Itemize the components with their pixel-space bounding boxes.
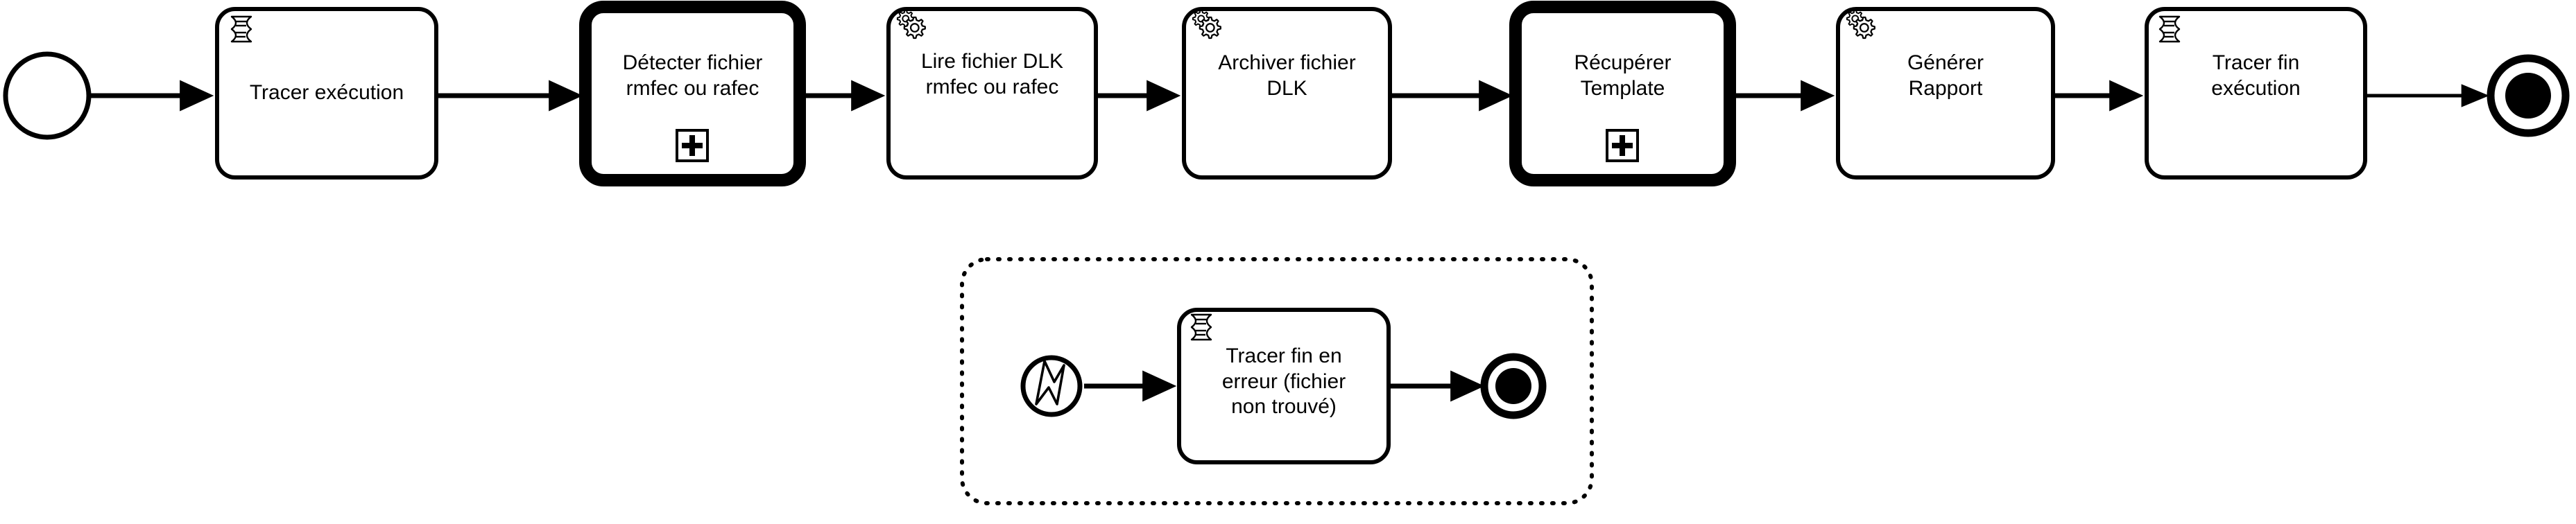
error-bolt-icon — [1035, 360, 1065, 405]
subprocess-plus-marker — [1606, 129, 1639, 162]
start-event[interactable] — [3, 51, 92, 140]
task-archiver-fichier-dlk[interactable] — [1182, 7, 1392, 180]
task-tracer-fin-execution[interactable] — [2145, 7, 2367, 180]
task-tracer-fin-en-erreur[interactable] — [1177, 308, 1391, 464]
task-generer-rapport[interactable] — [1836, 7, 2055, 180]
script-icon — [230, 15, 252, 43]
task-detecter-fichier[interactable] — [579, 1, 806, 186]
error-start-event[interactable] — [1020, 355, 1083, 417]
script-icon — [1190, 313, 1212, 341]
task-recuperer-template[interactable] — [1509, 1, 1736, 186]
script-icon — [2158, 15, 2181, 43]
task-tracer-execution[interactable] — [215, 7, 438, 180]
end-event[interactable] — [2487, 54, 2570, 137]
subprocess-end-event[interactable] — [1480, 353, 1547, 419]
subprocess-plus-marker — [676, 129, 709, 162]
task-lire-fichier-dlk[interactable] — [886, 7, 1098, 180]
